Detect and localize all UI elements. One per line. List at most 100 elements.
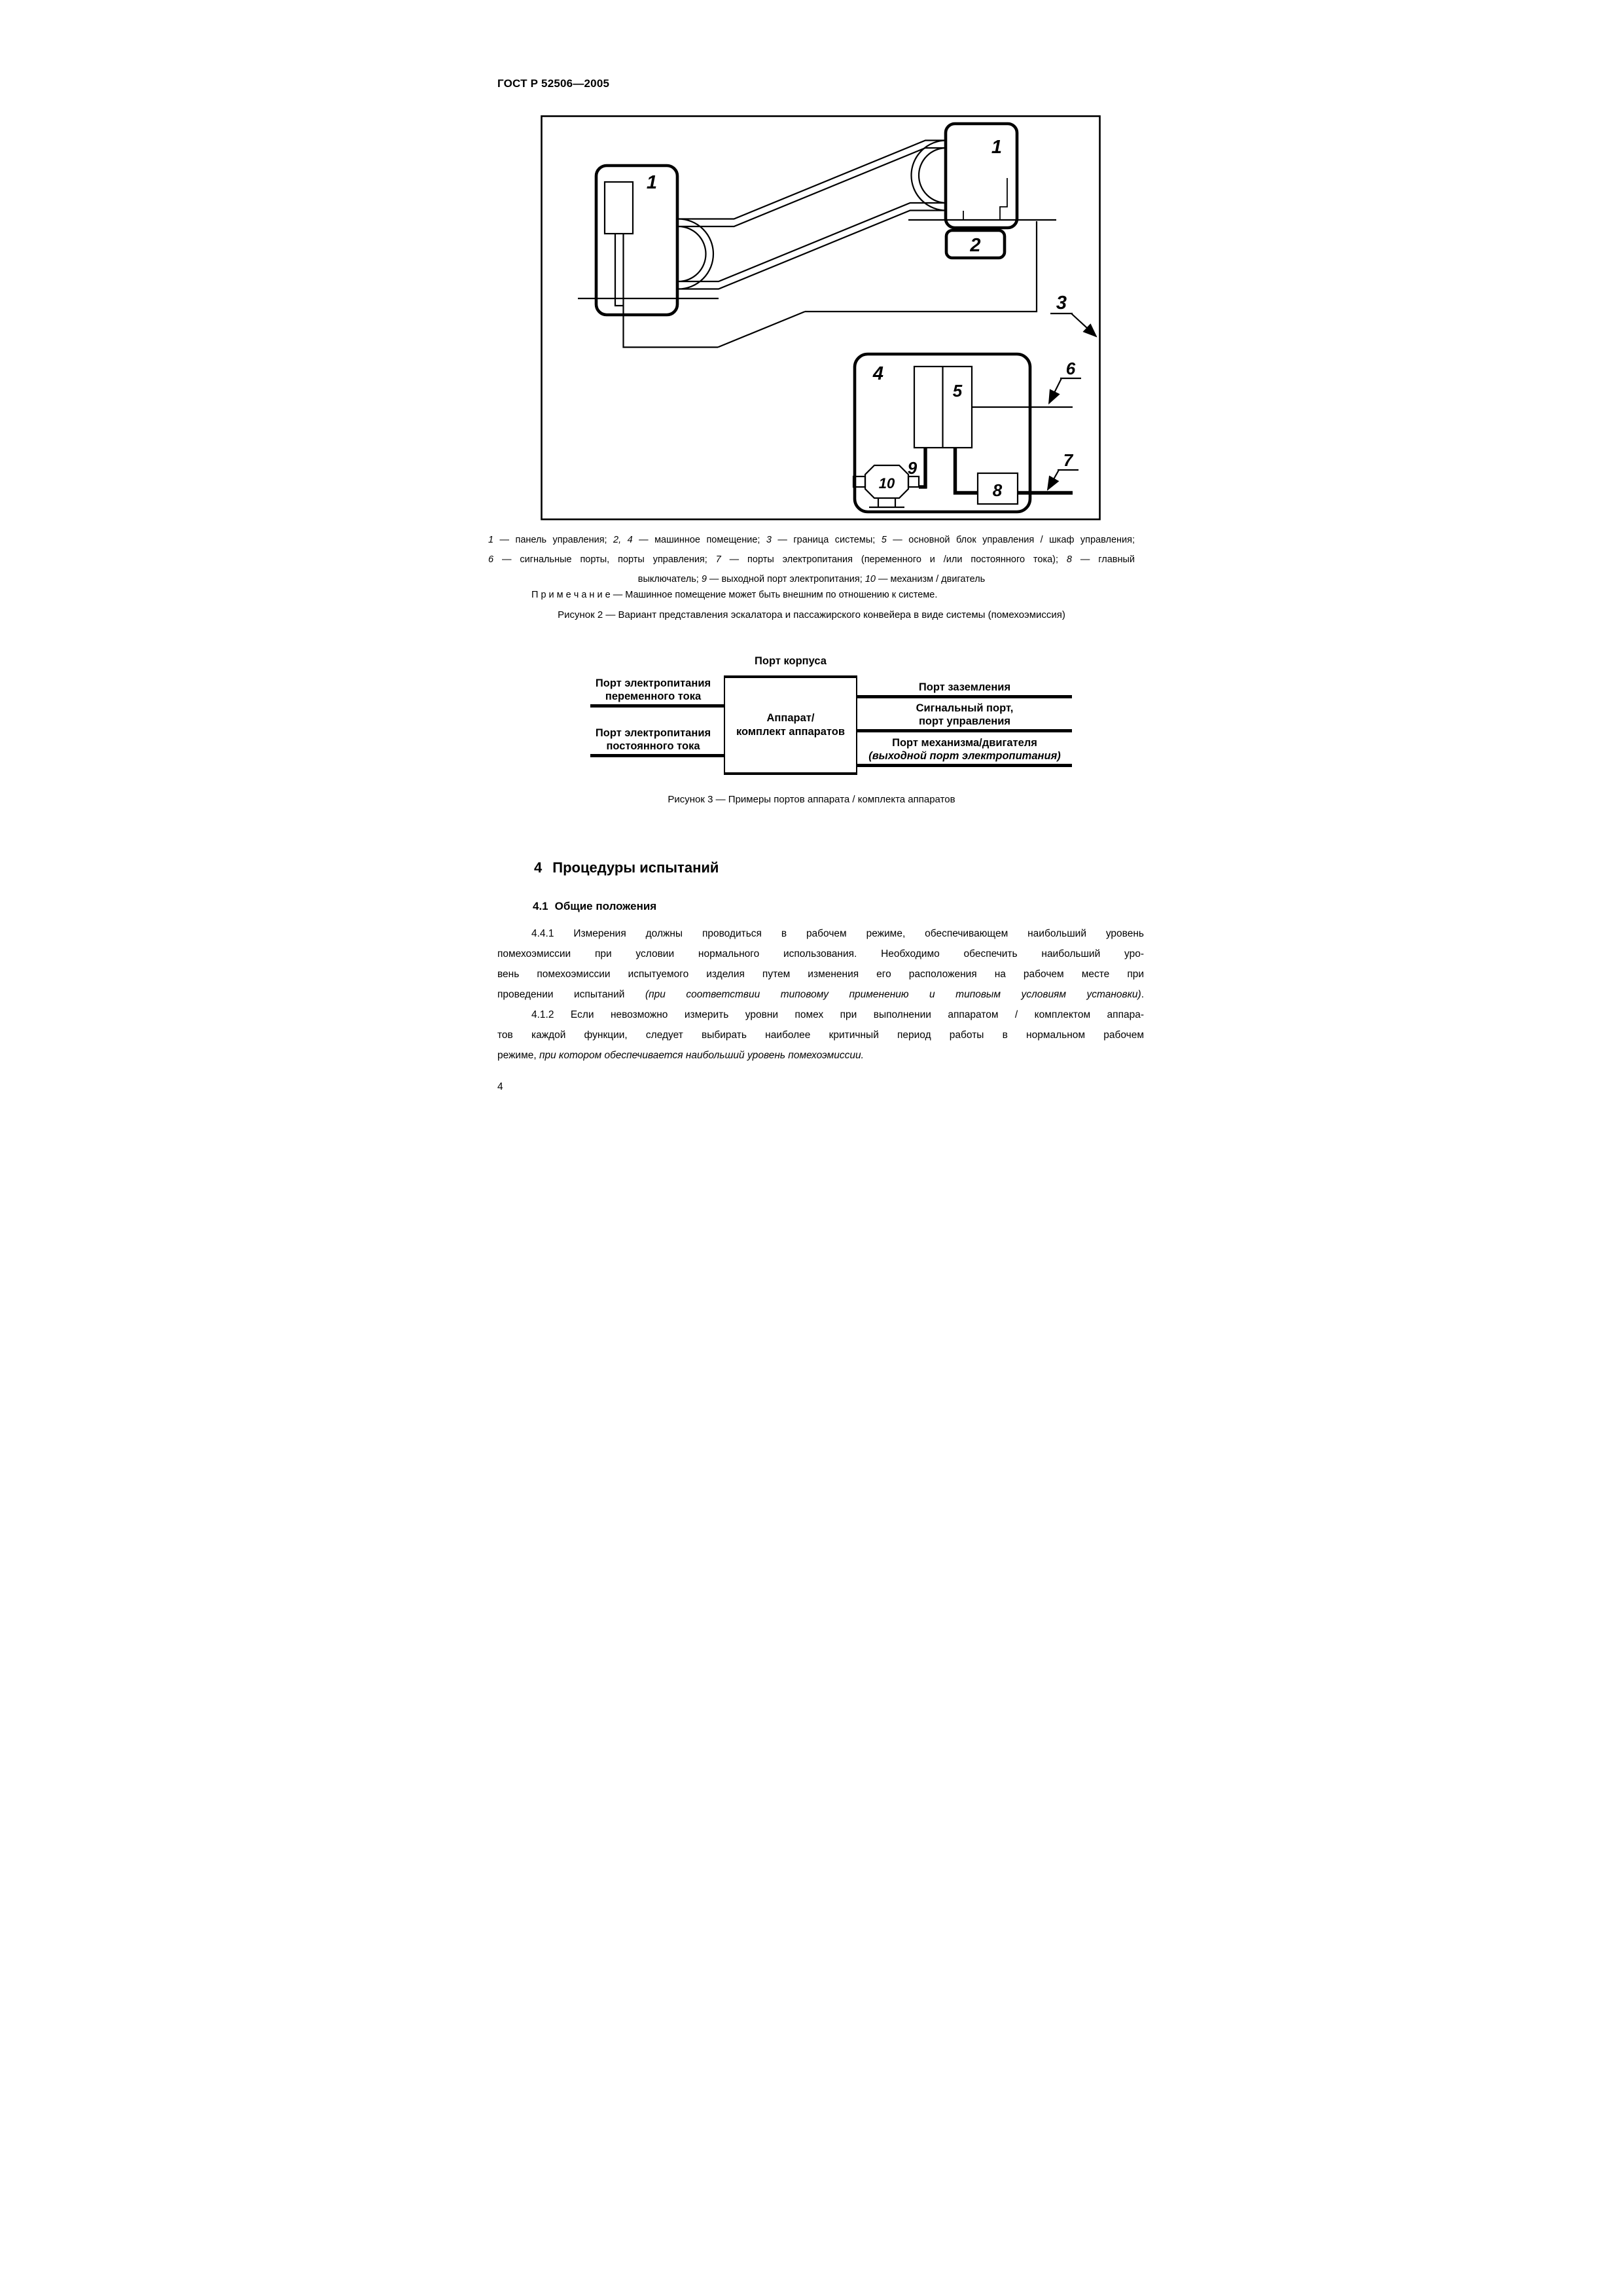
text-segment: — механизм / двигатель <box>875 574 986 584</box>
system-boundary-rect <box>541 115 1101 520</box>
upper-pit-outline <box>805 221 1038 313</box>
text-segment: — основной блок управления / шкаф управл… <box>886 535 1135 545</box>
document-page: ГОСТ Р 52506—2005 <box>406 0 1217 1148</box>
text-segment: проведении испытаний <box>497 989 645 1000</box>
apparatus-box-line1: Аппарат/ <box>766 712 815 724</box>
motor-mount <box>869 498 904 509</box>
main-switch-box <box>976 472 1019 505</box>
label-9: 9 <box>908 458 918 478</box>
legend-line-2: 6 — сигнальные порты, порты управления; … <box>488 550 1135 569</box>
section-title: Процедуры испытаний <box>552 859 719 876</box>
ac-power-port-line <box>590 704 724 708</box>
figure3-caption: Рисунок 3 — Примеры портов аппарата / ко… <box>668 794 955 805</box>
text-segment: — главный <box>1072 554 1135 565</box>
switch-feed-line <box>953 448 978 495</box>
lower-shaft-line-b <box>622 234 718 348</box>
signal-port-line1: Сигнальный порт, <box>916 702 1014 714</box>
figure2-caption: Рисунок 2 — Вариант представления эскала… <box>558 609 1065 620</box>
earth-port-line1: Порт заземления <box>918 681 1011 693</box>
earth-port-line <box>857 695 1072 698</box>
label-3: 3 <box>1056 293 1067 314</box>
text-segment: 4.4.1 Измерения должны проводиться в раб… <box>531 928 1144 939</box>
control-panel-lower-box <box>594 164 679 317</box>
text-segment: 10 <box>865 574 876 584</box>
text-segment: — выходной порт электропитания; <box>706 574 865 584</box>
lower-newel-rect <box>603 181 634 235</box>
text-segment: тов каждой функции, следует выбирать наи… <box>497 1030 1144 1041</box>
paragraph-line: помехоэмиссии при условии нормального ис… <box>497 944 1144 964</box>
ac-power-port-line2: переменного тока <box>605 691 702 702</box>
text-segment: 7 <box>715 554 721 565</box>
subsection-title: Общие положения <box>554 900 657 912</box>
apparatus-box: Аппарат/ комплект аппаратов <box>724 675 857 775</box>
legend-line-3: выключатель; 9 — выходной порт электропи… <box>488 569 1135 589</box>
text-segment: режиме, <box>497 1050 539 1061</box>
page-number: 4 <box>497 1081 503 1092</box>
text-segment: выключатель; <box>637 574 702 584</box>
machine-room-4-box <box>853 352 1032 514</box>
text-segment: помехоэмиссии при условии нормального ис… <box>497 948 1144 960</box>
text-segment: при котором обеспечивается наибольший ур… <box>539 1050 864 1061</box>
motor-stub-right <box>907 475 920 488</box>
text-segment: — порты электропитания (переменного и /и… <box>721 554 1067 565</box>
figure2-note: П р и м е ч а н и е — Машинное помещение… <box>497 590 1144 600</box>
text-segment: — граница системы; <box>771 535 882 545</box>
label-2: 2 <box>969 235 980 256</box>
subsection-number: 4.1 <box>533 900 548 912</box>
paragraph-line: проведении испытаний (при соответствии т… <box>497 984 1144 1005</box>
handrail-band-outer <box>678 139 947 290</box>
earth-port-label: Порт заземления <box>857 681 1072 694</box>
label-5: 5 <box>953 381 963 401</box>
paragraph-line: 4.4.1 Измерения должны проводиться в раб… <box>497 924 1144 944</box>
paragraph-line: режиме, при котором обеспечивается наибо… <box>497 1045 1144 1066</box>
motor-stub-left <box>852 475 866 488</box>
dc-power-port-line1: Порт электропитания <box>595 727 711 739</box>
enclosure-port-label: Порт корпуса <box>755 655 827 667</box>
text-segment: 4.1.2 Если невозможно измерить уровни по… <box>531 1009 1144 1020</box>
text-segment: 5 <box>881 535 887 545</box>
figure2-legend: 1 — панель управления; 2, 4 — машинное п… <box>488 530 1135 589</box>
signal-control-port-line <box>857 729 1072 732</box>
dc-power-port-label: Порт электропитания постоянного тока <box>582 726 724 753</box>
label-10: 10 <box>879 475 895 492</box>
label-7: 7 <box>1063 450 1074 470</box>
body-paragraphs: 4.4.1 Измерения должны проводиться в раб… <box>497 924 1144 1066</box>
text-segment: 8 <box>1066 554 1072 565</box>
label3-arrow <box>1071 313 1097 338</box>
paragraph-line: тов каждой функции, следует выбирать наи… <box>497 1025 1144 1045</box>
lower-shaft-line-a <box>614 234 624 307</box>
text-segment: 6 <box>488 554 494 565</box>
motor-port-line1: Порт механизма/двигателя <box>892 737 1037 749</box>
paragraph-line: 4.1.2 Если невозможно измерить уровни по… <box>497 1005 1144 1025</box>
section-heading: 4 Процедуры испытаний <box>497 859 719 876</box>
text-segment: — панель управления; <box>493 535 614 545</box>
dc-power-port-line <box>590 754 724 757</box>
escalator-system-drawing: 1 1 2 3 4 5 6 7 8 9 10 <box>541 115 1101 520</box>
label-1-upper: 1 <box>991 137 1002 158</box>
section-number: 4 <box>534 859 543 876</box>
motor-port-line2: (выходной порт электропитания) <box>868 750 1061 762</box>
motor-port-label: Порт механизма/двигателя (выходной порт … <box>857 736 1072 762</box>
label-6: 6 <box>1066 359 1076 378</box>
motor-port-line <box>857 764 1072 767</box>
text-segment: — машинное помещение; <box>632 535 766 545</box>
text-segment: — сигнальные порты, порты управления; <box>493 554 716 565</box>
text-segment: (при соответствии типовому применению и … <box>645 989 1141 1000</box>
label6-arrow <box>1048 378 1062 404</box>
text-segment: 3 <box>766 535 772 545</box>
control-panel-upper-box <box>944 122 1019 230</box>
text-segment: 1 <box>488 535 494 545</box>
subsection-heading: 4.1 Общие положения <box>497 900 656 913</box>
machine-room-2-box <box>944 228 1007 260</box>
truss-diagonal-line <box>717 310 806 348</box>
text-segment: вень помехоэмиссии испытуемого изделия п… <box>497 969 1144 980</box>
signal-control-port-label: Сигнальный порт, порт управления <box>857 702 1072 728</box>
ac-power-port-line1: Порт электропитания <box>595 677 711 689</box>
standard-code-header: ГОСТ Р 52506—2005 <box>497 77 610 90</box>
label-1-lower: 1 <box>647 172 657 193</box>
text-segment: 9 <box>701 574 707 584</box>
label7-arrow <box>1046 469 1060 491</box>
upper-newel-stub <box>999 178 1008 220</box>
legend-line-1: 1 — панель управления; 2, 4 — машинное п… <box>488 530 1135 550</box>
dc-power-port-line2: постоянного тока <box>606 740 700 752</box>
